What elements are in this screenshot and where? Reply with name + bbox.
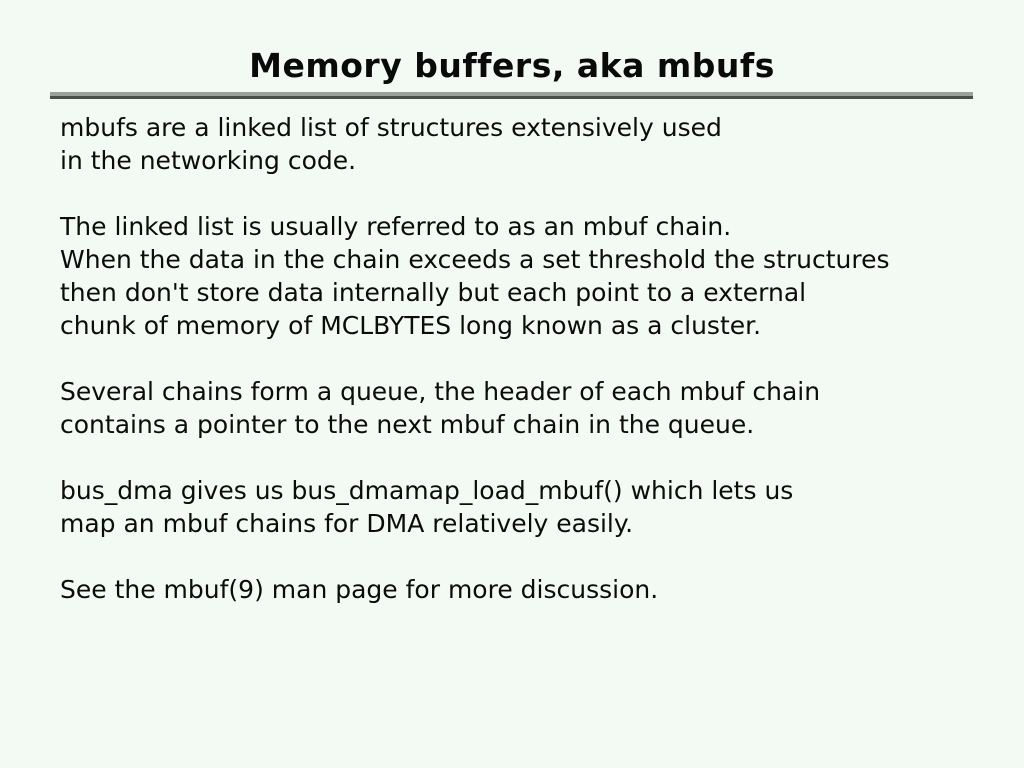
slide-body: mbufs are a linked list of structures ex… <box>60 111 984 606</box>
title-divider <box>50 91 973 99</box>
paragraph-queue: Several chains form a queue, the header … <box>60 376 821 439</box>
paragraph-bus-dma: bus_dma gives us bus_dmamap_load_mbuf() … <box>60 475 794 538</box>
slide-title: Memory buffers, aka mbufs <box>249 46 775 85</box>
paragraph-mbuf-chain: The linked list is usually referred to a… <box>60 211 890 340</box>
paragraph-man-page: See the mbuf(9) man page for more discus… <box>60 574 659 604</box>
paragraph-mbufs-intro: mbufs are a linked list of structures ex… <box>60 112 722 175</box>
